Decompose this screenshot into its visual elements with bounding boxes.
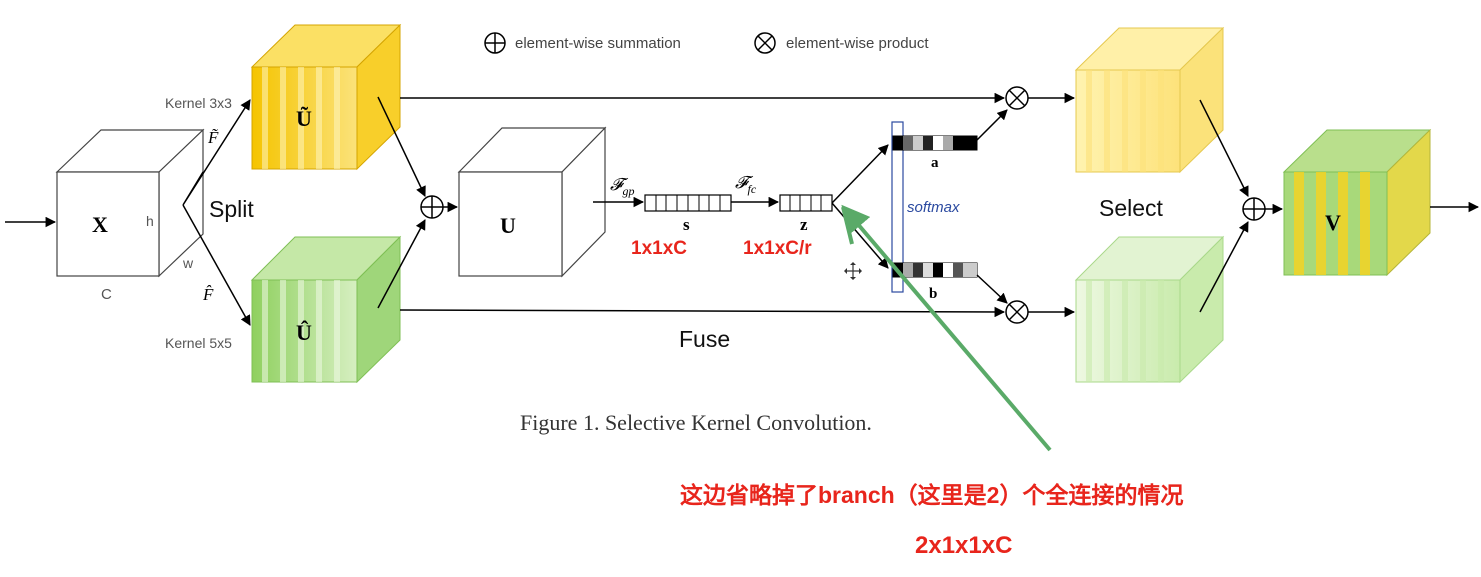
u-hat-to-product-line — [399, 306, 1006, 318]
kernel-top-label: Kernel 3x3 — [165, 95, 232, 111]
z-dim-label: 1x1xC/r — [743, 238, 812, 259]
legend-product-label: element-wise product — [786, 35, 929, 52]
vector-s-label: s — [683, 215, 690, 234]
input-label-x: X — [92, 212, 108, 237]
annotation-arrow — [841, 204, 1052, 452]
cube-u-hat-label: Û — [296, 320, 312, 345]
input-dim-w: w — [182, 255, 194, 271]
sum-node-fuse — [420, 195, 444, 219]
split-branch-lines — [182, 99, 251, 326]
u-hat-to-sum-arrow — [377, 219, 426, 309]
vector-s — [644, 194, 732, 212]
cube-u-label: U — [500, 213, 516, 238]
annotation-line2: 2x1x1xC — [915, 532, 1012, 559]
cube-u-tilde-label: Ũ — [296, 106, 312, 131]
fuse-label: Fuse — [679, 326, 730, 352]
figure-caption: Figure 1. Selective Kernel Convolution. — [520, 410, 872, 435]
vector-z-label: z — [800, 215, 808, 234]
kernel-bottom-label: Kernel 5x5 — [165, 335, 232, 351]
vector-a — [892, 135, 978, 151]
product-node-top — [1005, 86, 1029, 110]
input-cube-x: X h w C — [55, 128, 205, 303]
legend-sum-label: element-wise summation — [515, 35, 681, 52]
cube-u-tilde: Ũ — [250, 23, 402, 171]
fc-op-label: 𝓕fc — [735, 173, 757, 196]
vector-b — [892, 262, 978, 278]
vector-b-label: b — [929, 286, 937, 302]
cube-select-bottom — [1074, 235, 1225, 384]
select-label: Select — [1099, 195, 1164, 221]
vector-z — [779, 194, 833, 212]
sum-node-output — [1242, 197, 1266, 221]
input-dim-h: h — [146, 213, 154, 229]
cube-select-top — [1074, 26, 1225, 174]
split-label: Split — [209, 196, 254, 222]
softmax-label: softmax — [907, 199, 960, 216]
annotation-line1: 这边省略掉了branch（这里是2）个全连接的情况 — [680, 482, 1183, 508]
cube-v: V — [1282, 128, 1432, 277]
legend: element-wise summation element-wise prod… — [484, 32, 929, 54]
split-op-bottom: F̂ — [202, 285, 214, 304]
move-cursor-icon — [844, 262, 862, 280]
input-dim-c: C — [101, 286, 112, 303]
cube-u-hat: Û — [250, 235, 402, 384]
s-dim-label: 1x1xC — [631, 238, 687, 259]
product-node-bottom — [1005, 300, 1029, 324]
cube-v-label: V — [1325, 210, 1341, 235]
softmax-bar — [891, 121, 904, 293]
vector-a-label: a — [931, 155, 939, 171]
cube-u: U — [457, 126, 607, 278]
sum-symbol-icon — [484, 32, 506, 54]
split-op-top: F̃ — [207, 128, 219, 147]
product-symbol-icon — [754, 32, 776, 54]
gp-op-label: 𝓕gp — [610, 175, 635, 198]
u-tilde-to-sum-arrow — [377, 96, 426, 197]
